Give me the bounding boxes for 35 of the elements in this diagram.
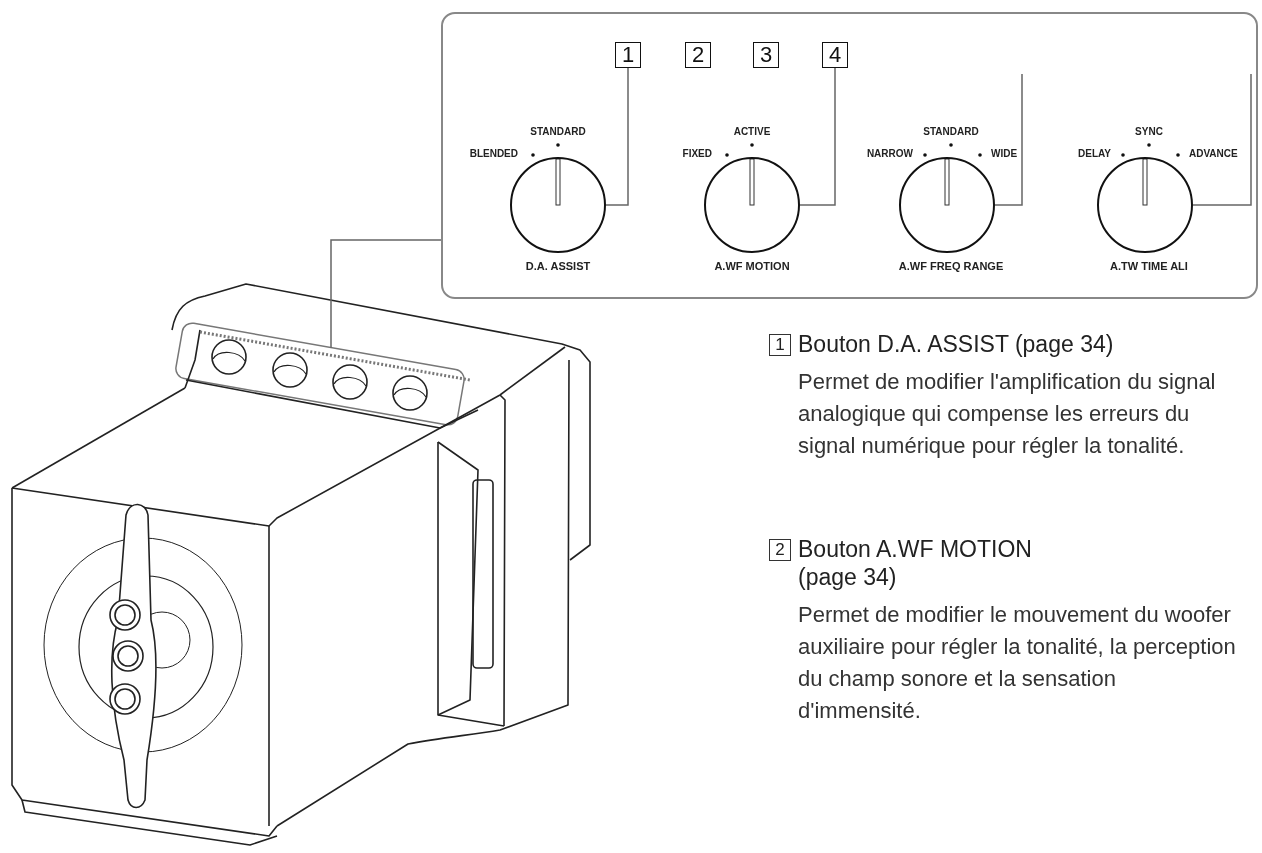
knob-area-outline [173,320,467,428]
position-label: STANDARD [530,126,586,137]
position-label: SYNC [1135,126,1163,137]
callout-number: 2 [769,539,791,561]
leader-line [799,67,836,206]
callout-number: 4 [822,42,848,68]
knob-dial [899,157,995,253]
knob-dial [510,157,606,253]
position-label: BLENDED [469,148,518,159]
item-title: Bouton D.A. ASSIST (page 34) [798,330,1115,358]
knob-label: A.TW TIME ALI [1110,260,1188,272]
callout-number: 1 [769,334,791,356]
knob-label: D.A. ASSIST [525,260,591,272]
position-label: WIDE [991,148,1018,159]
position-label: DELAY [1078,148,1111,159]
item-title: Bouton A.WF MOTION (page 34) [798,535,1033,591]
position-label: NARROW [866,148,913,159]
position-label: ADVANCE [1189,148,1238,159]
item-description: Permet de modifier l'amplification du signal analogique qui compense les erreurs du signal numérique pour régler la tonalité. [798,368,1217,460]
leader-line [330,239,442,349]
leader-line [605,67,629,206]
knob-label: A.WF MOTION [714,260,790,272]
position-label: ACTIVE [733,126,771,137]
item-description: Permet de modifier le mouvement du woofer auxiliaire pour régler la tonalité, la perception du champ sonore et la sensation d'immensité. [798,601,1237,725]
knob-label: A.WF FREQ RANGE [898,260,1004,272]
position-label: STANDARD [923,126,979,137]
callout-number: 3 [753,42,779,68]
leader-line [994,73,1023,206]
leader-line [1192,73,1252,206]
callout-number: 1 [615,42,641,68]
position-label: FIXED [682,148,712,159]
enlarged-panel [441,12,1258,299]
knob-dial [704,157,800,253]
callout-number: 2 [685,42,711,68]
knob-dial [1097,157,1193,253]
